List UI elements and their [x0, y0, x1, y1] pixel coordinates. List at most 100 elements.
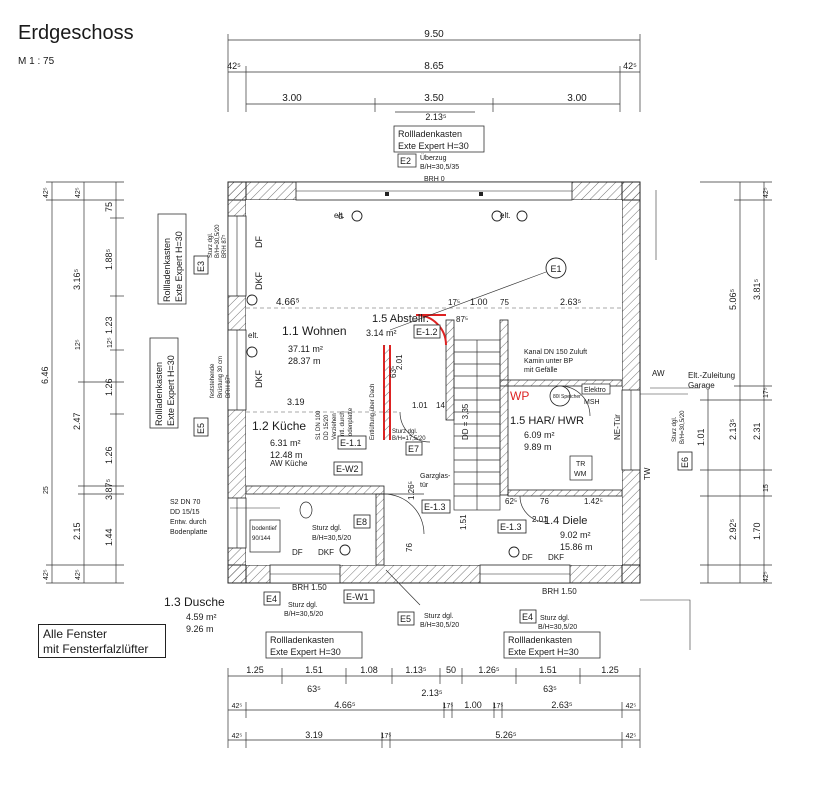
svg-text:Bodenplatte: Bodenplatte — [348, 407, 354, 440]
dim-seg1: 3.00 — [282, 93, 302, 104]
kanal-line1: Kanal DN 150 Zuluft — [524, 349, 587, 356]
svg-text:2.15: 2.15 — [72, 522, 82, 540]
tr-label: TR — [576, 461, 585, 468]
e5-sub3: BRH 87⁵ — [225, 374, 232, 398]
svg-text:2.47: 2.47 — [72, 412, 82, 430]
svg-text:1.26: 1.26 — [104, 446, 114, 464]
svg-text:6.46: 6.46 — [40, 366, 50, 384]
svg-text:Rollladenkasten: Rollladenkasten — [162, 238, 172, 302]
dim-14: 14 — [436, 401, 445, 410]
dkf-label-4: DKF — [548, 553, 564, 562]
svg-text:3.87⁵: 3.87⁵ — [104, 478, 114, 500]
dim-wall-right: 42⁵ — [623, 61, 637, 71]
tr-wm-box — [569, 455, 593, 481]
msh-label: MSH — [584, 399, 600, 406]
dim-466: 4.66⁵ — [276, 297, 300, 308]
svg-text:3.16⁵: 3.16⁵ — [72, 268, 82, 290]
svg-text:Exte Expert H=30: Exte Expert H=30 — [508, 647, 579, 657]
dim-151-stair: 1.51 — [459, 514, 468, 530]
elektro-label: Elektro — [584, 387, 606, 394]
dim-2011: 2.01 — [532, 515, 548, 524]
s2-line3: Entw. durch — [170, 519, 207, 526]
svg-text:Exte Expert H=30: Exte Expert H=30 — [174, 231, 184, 302]
bodentief-2: 90/144 — [252, 536, 271, 542]
room-wohnen-area: 37.11 m² — [288, 344, 323, 354]
svg-text:2.92⁵: 2.92⁵ — [728, 518, 738, 540]
brh-150-left: BRH 1.50 — [292, 583, 327, 592]
svg-text:42⁵: 42⁵ — [75, 569, 82, 580]
e13a-label: E-1.3 — [424, 502, 446, 512]
ne-tur-label: NE-Tür — [613, 414, 622, 440]
room-wohnen-perimeter: 28.37 m — [288, 356, 321, 366]
svg-text:Verziehen: Verziehen — [332, 413, 338, 440]
dim-625: 62⁵ — [505, 497, 517, 506]
e4a-label: E4 — [266, 594, 277, 604]
room-diele-perimeter: 15.86 m — [560, 542, 593, 552]
elt-zuleitung-2: Garage — [688, 381, 715, 390]
dim-left-labels: 6.46 3.16⁵ 2.47 2.15 3.87⁵ 75 1.88⁵ 1.23… — [40, 187, 114, 580]
note-line2: mit Fensterfalzlüfter — [43, 642, 149, 656]
e3-sub1: Sturz dgl. — [208, 232, 214, 258]
sturz-inner-2: Sturz dgl. — [312, 525, 342, 532]
e4b-label: E4 — [522, 612, 533, 622]
df-label-2: DF — [292, 548, 303, 557]
sturz-bottom-bh-1: B/H=30,5/20 — [284, 611, 323, 618]
dim-875: 87⁵ — [456, 315, 468, 324]
dim-1425: 1.42⁵ — [584, 497, 603, 506]
svg-text:42⁵: 42⁵ — [43, 569, 50, 580]
svg-text:42⁵: 42⁵ — [232, 733, 243, 740]
svg-text:1.70: 1.70 — [752, 522, 762, 540]
svg-text:1.25: 1.25 — [246, 665, 264, 675]
svg-text:15: 15 — [763, 484, 770, 492]
s2-line2: DD 15/15 — [170, 509, 200, 516]
dim-bottom-row1b: 63⁵ 2.13⁵ 63⁵ — [307, 684, 557, 698]
e2-sub3: BRH 0 — [424, 176, 445, 183]
svg-text:1.25: 1.25 — [601, 665, 619, 675]
df-label-3: DF — [522, 553, 533, 562]
elt-zuleitung-1: Elt.-Zuleitung — [688, 371, 735, 380]
dim-101: 1.01 — [412, 401, 428, 410]
dim-seg2: 3.50 — [424, 93, 444, 104]
aw-kueche: AW Küche — [270, 459, 308, 468]
svg-text:1.51: 1.51 — [305, 665, 323, 675]
svg-text:2.13⁵: 2.13⁵ — [421, 688, 443, 698]
svg-text:4.66⁵: 4.66⁵ — [334, 700, 356, 710]
sturz-bottom-2: Sturz dgl. — [424, 613, 454, 620]
wp-label: WP — [510, 389, 529, 403]
room-kueche-area: 6.31 m² — [270, 438, 301, 448]
svg-text:Exte Expert H=30: Exte Expert H=30 — [270, 647, 341, 657]
e7-label: E7 — [408, 444, 419, 454]
shower-tray — [249, 519, 281, 553]
e2-sub1: Überzug — [420, 154, 447, 162]
svg-text:1.13⁵: 1.13⁵ — [405, 665, 427, 675]
e13b-label: E-1.3 — [500, 522, 522, 532]
tw-label: TW — [643, 467, 652, 480]
e3-sub3: BRH 87⁵ — [221, 234, 228, 258]
svg-text:Rollladenkasten: Rollladenkasten — [154, 362, 164, 426]
e1-marker — [545, 257, 567, 279]
svg-text:42⁵: 42⁵ — [75, 187, 82, 198]
dim-201: 2.01 — [395, 354, 404, 370]
dim-635: 63⁵ — [389, 366, 398, 378]
svg-text:Exte Expert H=30: Exte Expert H=30 — [166, 355, 176, 426]
svg-text:1.88⁵: 1.88⁵ — [104, 248, 114, 270]
sturz-inner-bh-1: B/H=17,5/20 — [392, 436, 426, 442]
dim-bottom-row3: 42⁵ 3.19 17⁵ 5.26⁵ 42⁵ — [232, 730, 637, 740]
s2-line4: Bodenplatte — [170, 529, 207, 536]
svg-text:S1 DN 100: S1 DN 100 — [316, 410, 322, 440]
boiler-label: 80l Speicher — [553, 394, 581, 400]
dkf-label-3: DKF — [318, 548, 334, 557]
svg-text:1.44: 1.44 — [104, 528, 114, 546]
rolladen-left-2: Rollladenkasten Exte Expert H=30 — [149, 337, 179, 429]
svg-text:42⁵: 42⁵ — [763, 571, 770, 582]
room-har-perimeter: 9.89 m — [524, 442, 552, 452]
e2-label: E2 — [400, 156, 411, 166]
rolladen-bottom-1: Rollladenkasten Exte Expert H=30 — [265, 631, 363, 659]
ew2-label: E-W2 — [336, 464, 359, 474]
dim-175-top: 17⁵ — [448, 298, 460, 307]
svg-text:42⁵: 42⁵ — [232, 703, 243, 710]
dim-263-top: 2.63⁵ — [560, 297, 582, 307]
svg-text:42⁵: 42⁵ — [626, 733, 637, 740]
s1-annotation: S1 DN 100 DD 15/20 Verziehen Entl. durch… — [316, 384, 376, 440]
